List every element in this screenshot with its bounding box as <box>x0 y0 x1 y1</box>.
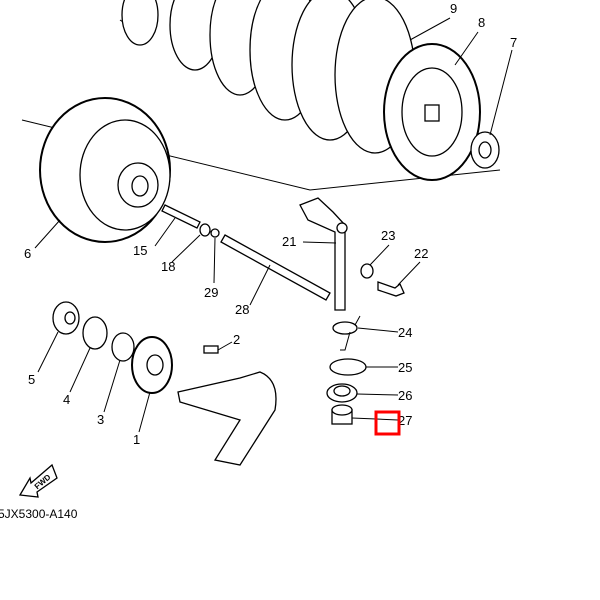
bearing-27[interactable] <box>331 404 353 425</box>
spring-24[interactable] <box>332 315 361 351</box>
oil-seal-26[interactable] <box>326 383 358 403</box>
callout-8: 8 <box>478 15 485 30</box>
ball-29[interactable] <box>210 228 220 238</box>
push-rod-15[interactable] <box>161 204 201 229</box>
callout-23: 23 <box>381 228 395 243</box>
key-2[interactable] <box>203 345 219 354</box>
callout-25: 25 <box>398 360 412 375</box>
callout-6: 6 <box>24 246 31 261</box>
bolt-22[interactable] <box>377 281 405 297</box>
highlight-box <box>374 410 401 436</box>
washer-23[interactable] <box>360 263 374 279</box>
nut-5[interactable] <box>52 301 80 335</box>
callout-21: 21 <box>282 234 296 249</box>
primary-gear-1[interactable] <box>131 336 173 394</box>
callout-26: 26 <box>398 388 412 403</box>
diagram-code: 5JX5300-A140 <box>0 507 78 521</box>
push-lever-21[interactable] <box>299 197 348 311</box>
callout-29: 29 <box>204 285 218 300</box>
callout-9: 9 <box>450 1 457 16</box>
plate-washer-7[interactable] <box>470 131 500 169</box>
callout-15: 15 <box>133 243 147 258</box>
pressure-plate-8[interactable] <box>383 43 481 181</box>
callout-22: 22 <box>414 246 428 261</box>
callout-7: 7 <box>510 35 517 50</box>
ball-18[interactable] <box>199 223 211 237</box>
callout-3: 3 <box>97 412 104 427</box>
callout-1: 1 <box>133 432 140 447</box>
leader-lines <box>34 17 513 433</box>
circlip-25[interactable] <box>329 358 367 376</box>
push-rod-28[interactable] <box>220 234 331 301</box>
clutch-housing-6[interactable] <box>39 97 171 243</box>
callout-4: 4 <box>63 392 70 407</box>
clutch-plates[interactable] <box>21 0 501 191</box>
fwd-arrow-icon: FWD <box>18 463 58 498</box>
lock-washer-4[interactable] <box>82 316 108 350</box>
callout-27: 27 <box>398 413 412 428</box>
callout-24: 24 <box>398 325 412 340</box>
washer-3[interactable] <box>111 332 135 362</box>
callout-18: 18 <box>161 259 175 274</box>
callout-2: 2 <box>233 332 240 347</box>
callout-5: 5 <box>28 372 35 387</box>
crankshaft[interactable] <box>177 371 277 466</box>
callout-28: 28 <box>235 302 249 317</box>
